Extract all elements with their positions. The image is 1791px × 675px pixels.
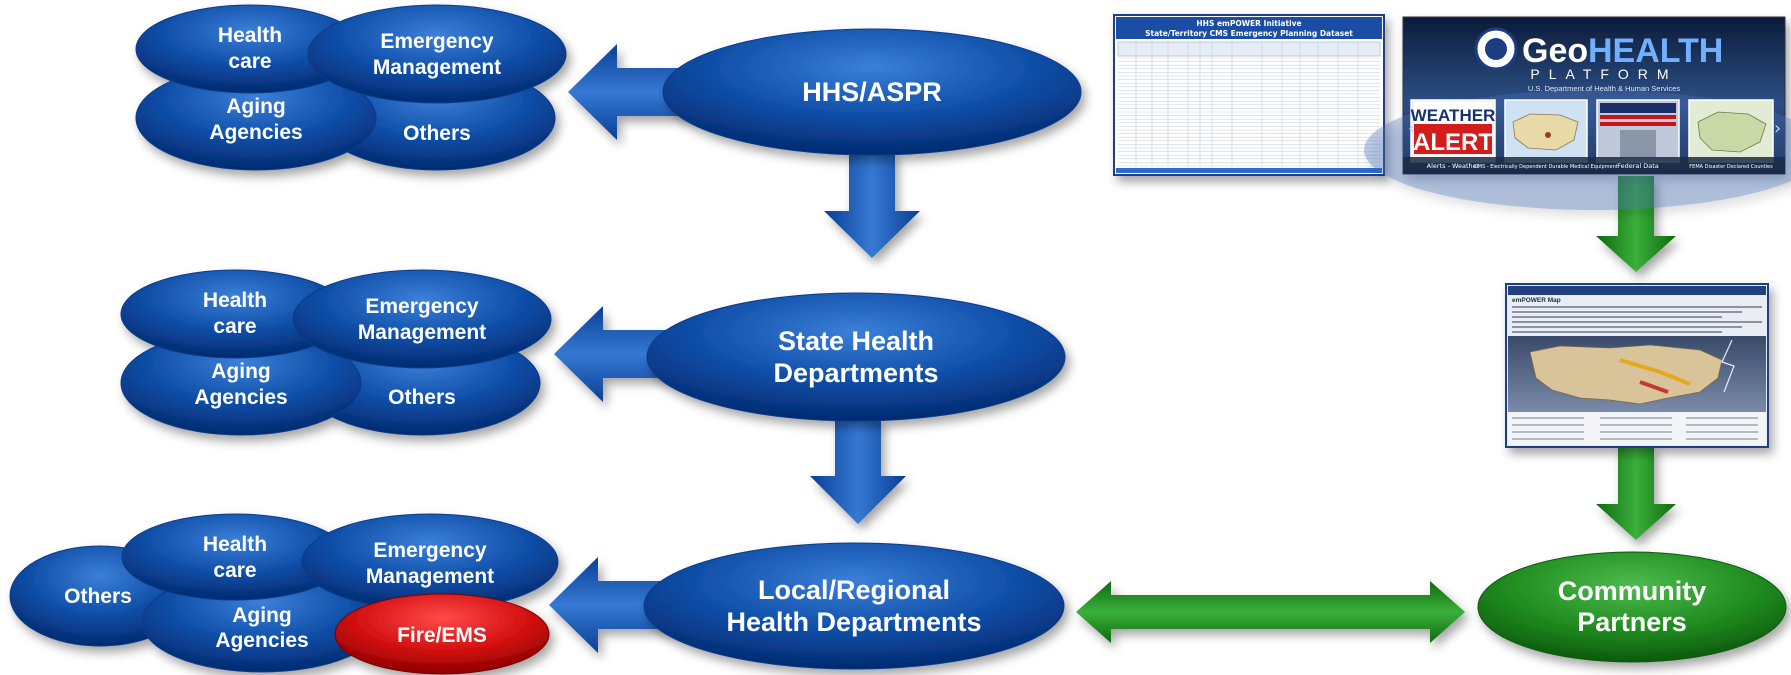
- geohealth-tile-caption-1: CMS - Electrically Dependent Durable Med…: [1474, 164, 1617, 170]
- row1-health-label-l1: Health: [218, 24, 282, 47]
- geohealth-tile-weather: WEATHER ALERT: [1410, 99, 1496, 163]
- carousel-next-icon[interactable]: ›: [1774, 118, 1781, 139]
- arrow-local-community-bidirectional: [1076, 581, 1465, 643]
- hhs-aspr-label: HHS/ASPR: [802, 77, 942, 107]
- row2-aging-label-l2: Agencies: [194, 386, 287, 409]
- weather-tile-banner-l1: WEATHER: [1411, 106, 1496, 125]
- row1-emergency-label-l1: Emergency: [380, 30, 494, 53]
- dataset-table-grid: [1118, 42, 1380, 167]
- row2-emergency-label-l1: Emergency: [365, 295, 479, 318]
- row1-emergency-node: [307, 4, 567, 104]
- local-health-label-l2: Health Departments: [726, 607, 981, 637]
- map-description-text: [1512, 306, 1762, 333]
- row1-health-label-l2: care: [228, 50, 271, 73]
- row2-health-label-l2: care: [213, 315, 256, 338]
- row3-fire-ems-label: Fire/EMS: [397, 624, 487, 647]
- geohealth-tile-caption-3: FEMA Disaster Declared Counties: [1689, 164, 1773, 170]
- geohealth-tile-cms: [1504, 99, 1588, 163]
- row3-emergency-label-l1: Emergency: [373, 539, 487, 562]
- state-health-node: [646, 292, 1066, 422]
- row3-fire-ems-node: [334, 593, 550, 675]
- row2-emergency-label-l2: Management: [358, 321, 486, 344]
- arrow-local-to-row3: [549, 557, 675, 653]
- row2-cluster: [120, 269, 552, 436]
- row3-aging-label-l1: Aging: [232, 604, 291, 627]
- row3-others-label: Others: [64, 585, 132, 608]
- arrow-state-to-local: [810, 418, 906, 524]
- carousel-prev-icon[interactable]: ‹: [1408, 118, 1415, 139]
- geohealth-tile-caption-0: Alerts - Weather: [1427, 162, 1480, 170]
- map-thumbnail: emPOWER Map: [1505, 283, 1769, 448]
- local-health-node: [643, 542, 1065, 670]
- row1-aging-label-l1: Aging: [226, 95, 285, 118]
- row2-health-label-l1: Health: [203, 289, 267, 312]
- arrow-geohealth-to-map: [1596, 176, 1676, 272]
- arrow-map-to-community: [1596, 446, 1676, 540]
- row3-health-label-l1: Health: [203, 533, 267, 556]
- dataset-title-l2: State/Territory CMS Emergency Planning D…: [1145, 29, 1353, 38]
- row3-health-label-l2: care: [213, 559, 256, 582]
- row2-aging-label-l1: Aging: [211, 360, 270, 383]
- row3-aging-label-l2: Agencies: [215, 629, 308, 652]
- geohealth-tile-caption-2: Federal Data: [1617, 162, 1659, 170]
- arrow-hhs-to-row1: [568, 44, 695, 140]
- row3-emergency-label-l2: Management: [366, 565, 494, 588]
- state-health-label-l2: Departments: [773, 358, 938, 388]
- community-partners-label-l1: Community: [1558, 576, 1707, 606]
- row2-others-label: Others: [388, 386, 456, 409]
- row2-emergency-node: [292, 269, 552, 369]
- geohealth-tile-fema: [1688, 99, 1774, 163]
- row1-emergency-label-l2: Management: [373, 56, 501, 79]
- geohealth-thumbnail: Geo HEALTH PLATFORM U.S. Department of H…: [1364, 16, 1791, 210]
- row1-aging-label-l2: Agencies: [209, 121, 302, 144]
- weather-tile-banner-l2: ALERT: [1413, 129, 1493, 156]
- geohealth-tile-federal: [1596, 99, 1680, 163]
- geohealth-subtitle: U.S. Department of Health & Human Servic…: [1528, 84, 1680, 93]
- hhs-aspr-node: [662, 28, 1082, 156]
- arrow-hhs-to-state: [824, 152, 920, 258]
- community-partners-label-l2: Partners: [1577, 607, 1687, 637]
- dataset-title-l1: HHS emPOWER Initiative: [1196, 19, 1301, 28]
- map-thumb-title: emPOWER Map: [1512, 297, 1561, 304]
- geohealth-logo-geo: Geo: [1522, 32, 1588, 70]
- geohealth-logo-health: HEALTH: [1588, 32, 1723, 70]
- community-partners-node: [1477, 551, 1787, 663]
- us-map-shape: [1529, 344, 1723, 405]
- dataset-thumbnail: HHS emPOWER Initiative State/Territory C…: [1113, 14, 1385, 176]
- arrow-state-to-row2: [554, 306, 680, 402]
- state-health-label-l1: State Health: [778, 326, 934, 356]
- local-health-label-l1: Local/Regional: [758, 575, 950, 605]
- row1-cluster: [135, 4, 567, 171]
- row1-others-label: Others: [403, 122, 471, 145]
- map-legend: [1512, 417, 1758, 440]
- geohealth-logo-platform: PLATFORM: [1530, 66, 1677, 82]
- row3-cluster: [9, 513, 559, 675]
